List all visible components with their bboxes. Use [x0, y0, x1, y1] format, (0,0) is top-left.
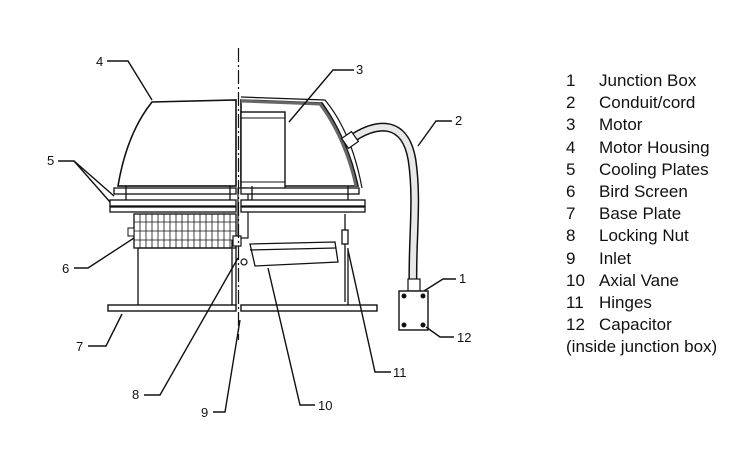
fan-base	[137, 236, 349, 305]
legend-item: 6 Bird Screen	[566, 181, 750, 203]
legend-number: 5	[566, 159, 576, 179]
parts-legend: 1 Junction Box 2 Conduit/cord 3 Motor 4 Moto…	[566, 70, 750, 359]
legend-item: 12 Capacitor	[566, 314, 750, 336]
legend-number: 6	[566, 182, 576, 202]
legend-item: 4 Motor Housing	[566, 137, 750, 159]
callout-labels: 1 2 3 4 5 6 7 8 9 10 11 12	[47, 54, 471, 420]
legend-label: Motor	[599, 115, 643, 135]
legend-number: 12	[566, 315, 585, 335]
legend-number: 7	[566, 204, 576, 224]
legend-item: 2 Conduit/cord	[566, 92, 750, 114]
legend-label: Axial Vane	[599, 270, 680, 290]
legend-label: Hinges	[599, 293, 652, 313]
legend-label: Capacitor	[599, 315, 672, 335]
locking-nut	[232, 235, 248, 266]
bird-screen	[127, 213, 237, 249]
legend-label: Locking Nut	[599, 226, 689, 246]
callout-3: 3	[356, 62, 363, 77]
callout-11: 11	[393, 365, 407, 380]
legend-number: 10	[566, 270, 585, 290]
callout-9: 9	[201, 405, 208, 420]
base-plate	[107, 304, 378, 312]
axial-vane	[249, 214, 349, 302]
legend-label: Bird Screen	[599, 182, 688, 202]
callout-5: 5	[47, 153, 54, 168]
legend-label: Motor Housing	[599, 137, 710, 157]
legend-item: 7 Base Plate	[566, 203, 750, 225]
callout-1: 1	[459, 271, 466, 286]
callout-7: 7	[76, 339, 83, 354]
legend-note: (inside junction box)	[566, 337, 718, 357]
legend-number: 4	[566, 137, 576, 157]
callout-2: 2	[455, 113, 462, 128]
legend-item: 9 Inlet	[566, 248, 750, 270]
legend-number: 3	[566, 115, 576, 135]
motor	[237, 111, 286, 239]
callout-4: 4	[96, 54, 103, 69]
motor-housing	[117, 96, 363, 189]
legend-item: 10 Axial Vane	[566, 270, 750, 292]
legend-label: Inlet	[599, 248, 632, 268]
legend-number: 8	[566, 226, 576, 246]
legend-item: 8 Locking Nut	[566, 225, 750, 247]
callout-6: 6	[62, 261, 69, 276]
legend-label: Base Plate	[599, 204, 682, 224]
callout-8: 8	[132, 387, 139, 402]
legend-number: 9	[566, 248, 576, 268]
legend-item: 5 Cooling Plates	[566, 159, 750, 181]
legend-number: 2	[566, 93, 576, 113]
legend-label: Conduit/cord	[599, 93, 696, 113]
legend-label: Cooling Plates	[599, 159, 709, 179]
callout-10: 10	[318, 398, 332, 413]
legend-item: 3 Motor	[566, 114, 750, 136]
legend-number: 1	[566, 71, 576, 90]
conduit-cord	[340, 122, 421, 292]
junction-box	[398, 290, 429, 331]
legend-item: 1 Junction Box	[566, 70, 750, 92]
legend-number: 11	[566, 293, 584, 313]
legend-item: 11 Hinges	[566, 292, 750, 314]
cooling-plates	[109, 186, 366, 213]
legend-label: Junction Box	[599, 71, 697, 90]
callout-12: 12	[457, 330, 471, 345]
leader-lines	[58, 60, 456, 413]
